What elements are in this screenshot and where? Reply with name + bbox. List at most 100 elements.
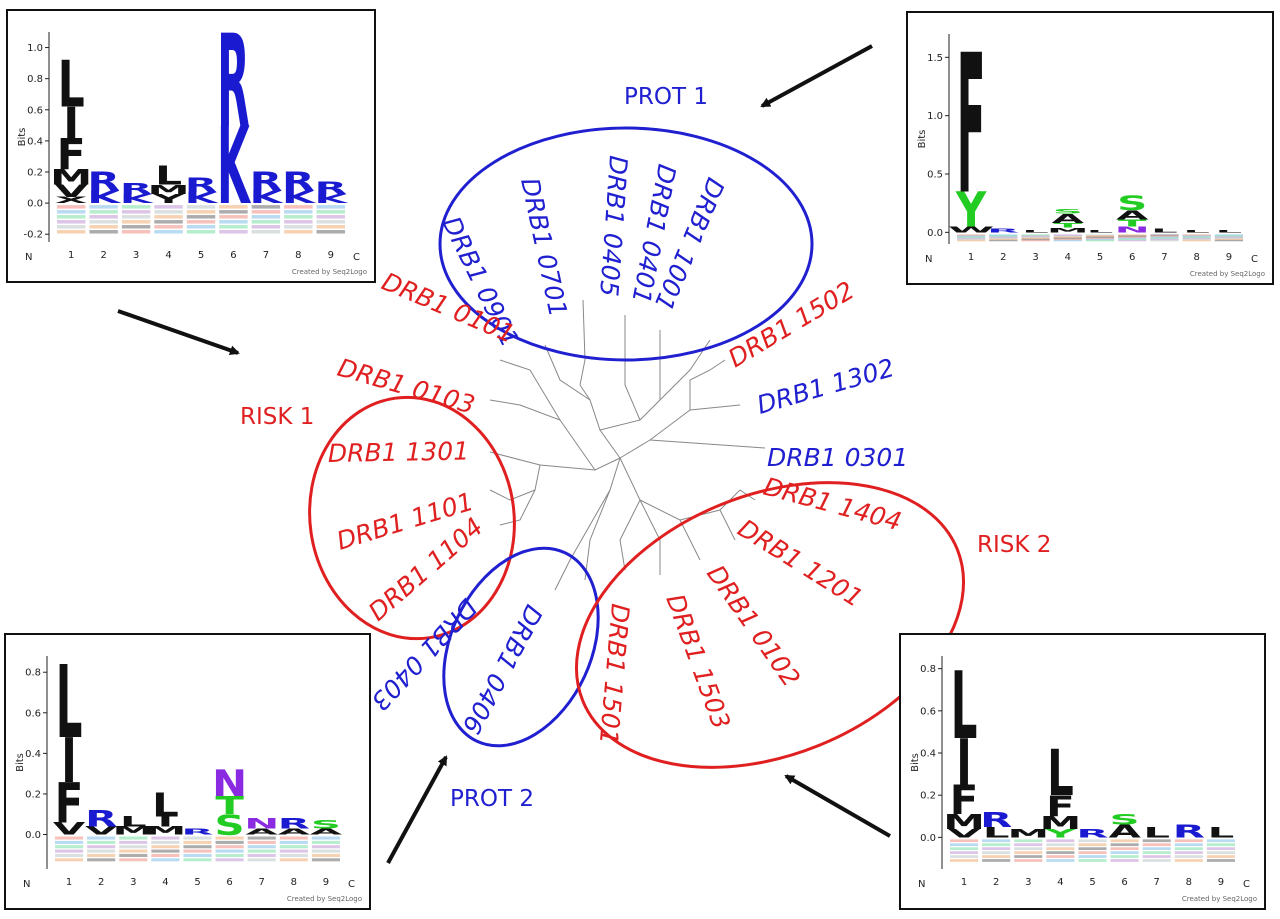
position-label: 8 <box>291 877 297 888</box>
logo-noise <box>957 234 986 236</box>
logo-noise <box>121 225 151 229</box>
logo-noise <box>1021 238 1050 241</box>
logo-noise <box>87 849 116 853</box>
logo-letter: A <box>1116 208 1148 223</box>
logo-noise <box>89 220 118 224</box>
logo-noise <box>1206 839 1235 843</box>
group-ellipses <box>308 126 966 769</box>
logo-noise <box>982 839 1011 843</box>
logo-noise <box>1182 237 1211 240</box>
group-labels: PROT 1 RISK 1 RISK 2 PROT 2 <box>240 84 1051 812</box>
logo-noise <box>1014 839 1043 843</box>
logo-noise <box>215 836 244 840</box>
logo-letter: W <box>948 225 994 234</box>
position-label: 3 <box>130 877 136 888</box>
logo-noise <box>89 210 118 214</box>
prot2-label: PROT 2 <box>450 786 534 812</box>
logo-letter: K <box>87 187 121 207</box>
logo-noise <box>279 845 308 849</box>
position-label: 4 <box>1065 252 1071 263</box>
logo-noise <box>89 205 118 209</box>
tree-branch <box>649 439 766 449</box>
logo-noise <box>284 205 313 209</box>
logo-noise <box>1206 855 1235 858</box>
position-label: 6 <box>226 877 232 888</box>
y-tick-label: 0.0 <box>927 228 943 239</box>
logo-noise <box>989 239 1018 242</box>
logo-noise <box>55 836 84 840</box>
position-label: 6 <box>1129 252 1135 263</box>
logo-noise <box>316 210 345 214</box>
logo-letter: L <box>120 814 147 830</box>
logo-letter: N <box>244 816 279 832</box>
logo-letter: K <box>314 192 349 207</box>
logo-noise <box>186 210 216 214</box>
logo-noise <box>1110 843 1139 847</box>
logo-letter: I <box>158 814 174 830</box>
y-tick-label: 0.8 <box>920 664 936 675</box>
logo-noise <box>183 836 212 840</box>
logo-noise <box>1206 859 1235 862</box>
logo-noise <box>1118 239 1147 242</box>
logo-noise <box>284 210 313 214</box>
prot1-ellipse <box>438 126 814 362</box>
logo-noise <box>1053 234 1082 236</box>
logo-noise <box>316 225 345 229</box>
logo-noise <box>316 230 345 234</box>
logo-letter: Y <box>152 192 184 207</box>
logo-noise <box>57 210 86 214</box>
c-terminus-label: C <box>348 879 355 890</box>
logo-noise <box>1053 236 1082 239</box>
logo-noise <box>1085 236 1115 239</box>
position-label: 1 <box>68 250 74 261</box>
logo-noise <box>1174 851 1203 854</box>
logo-letter: K <box>282 187 316 207</box>
logo-noise <box>183 845 212 849</box>
logo-noise <box>989 238 1018 241</box>
y-tick-label: 0.6 <box>27 105 43 116</box>
logo-credit: Created by Seq2Logo <box>287 895 362 903</box>
logo-noise <box>57 230 86 234</box>
logo-letter: L <box>56 646 83 762</box>
allele-label: DRB1 1502 <box>723 276 859 374</box>
position-label: 4 <box>162 877 168 888</box>
logo-noise <box>982 859 1011 862</box>
position-label: 3 <box>1025 877 1031 888</box>
position-label: 7 <box>1161 252 1167 263</box>
logo-letter: L <box>1208 824 1235 841</box>
logo-letter: A <box>278 827 311 837</box>
position-label: 1 <box>968 252 974 263</box>
logo-letter: F <box>950 777 979 824</box>
logo-letter: V <box>85 825 118 838</box>
logo-letter: L <box>152 785 179 824</box>
allele-label: DRB1 1302 <box>754 353 898 420</box>
position-label: 6 <box>1121 877 1127 888</box>
logo-noise <box>219 210 248 214</box>
position-label: 8 <box>1193 252 1199 263</box>
logo-letter: L <box>1047 736 1074 810</box>
logo-noise <box>215 849 244 853</box>
y-tick-label: 0.2 <box>27 168 43 179</box>
logo-noise <box>215 858 244 862</box>
logo-noise <box>87 836 116 840</box>
logo-noise <box>1142 855 1171 858</box>
logo-noise <box>279 858 308 862</box>
tree-branch <box>489 399 596 471</box>
logo-noise <box>1174 839 1203 843</box>
sequence-logo-top-left: 1.00.80.60.40.20.0-0.2BitsXVMFILKRKRYMLK… <box>6 9 376 283</box>
y-tick-label: 0.4 <box>920 749 936 760</box>
logo-noise <box>247 836 276 840</box>
logo-noise <box>151 840 180 844</box>
y-axis-label: Bits <box>910 753 921 772</box>
logo-noise <box>247 840 276 844</box>
logo-letter: R <box>980 808 1012 831</box>
logo-noise <box>950 851 979 854</box>
logo-noise <box>957 237 986 240</box>
logo-letter: M <box>1047 227 1089 234</box>
logo-noise <box>1174 847 1203 851</box>
pointer-arrows <box>117 44 891 864</box>
logo-noise <box>1014 851 1043 854</box>
logo-noise <box>219 220 248 224</box>
logo-noise <box>1046 843 1075 847</box>
logo-noise <box>989 236 1018 239</box>
